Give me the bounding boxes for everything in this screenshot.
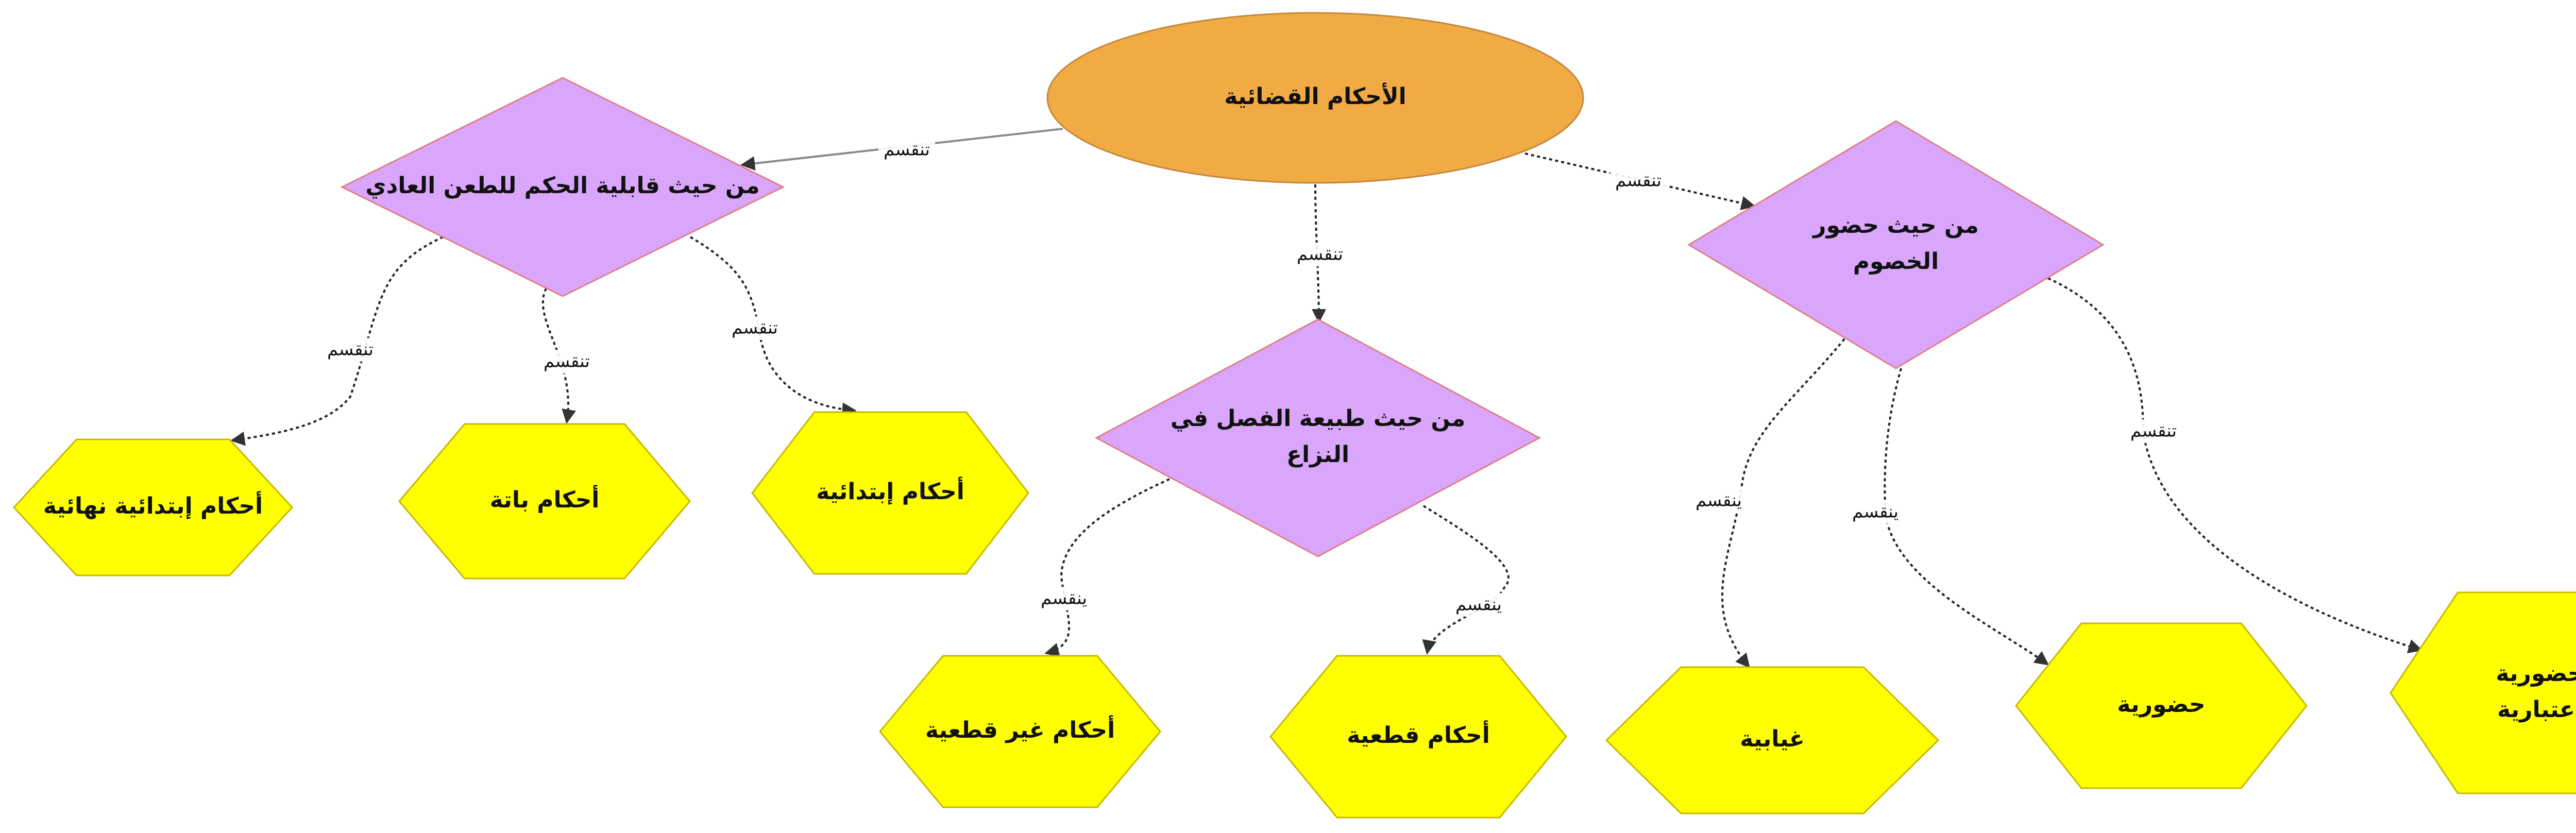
edge-presence-deemed: [2047, 277, 2423, 654]
leaf-hexagon: [2389, 591, 2576, 794]
edge-label-bg: [878, 138, 935, 162]
node-nature: من حيث طبيعة الفصل في النزاع: [1094, 318, 1541, 557]
edge-label-root-presence: تنقسم: [1615, 171, 1662, 191]
edge-appeal-final: [541, 288, 576, 424]
edge-label-root-nature: تنقسم: [1297, 244, 1343, 265]
criterion-diamond: [1094, 318, 1541, 557]
node-label: إعتبارية: [2497, 696, 2576, 723]
nodes: الأحكام القضائية من حيث قابلية الحكم للطع…: [12, 12, 2576, 819]
node-label: النزاع: [1286, 441, 1349, 468]
edge-nature-non-definitive: [1044, 478, 1170, 657]
leaf-hexagon: [1269, 655, 1567, 819]
edge-label-bg: [2125, 419, 2182, 443]
edge-label-presence-absentia: ينقسم: [1696, 490, 1742, 511]
edge-label-bg: [1036, 587, 1092, 610]
node-leaf-final: أحكام باتة: [398, 423, 691, 580]
node-leaf-absentia: غيابية: [1605, 666, 1940, 814]
edge-presence-presence: [1884, 368, 2049, 666]
edge-label-appeal-final: تنقسم: [544, 351, 590, 372]
leaf-hexagon: [398, 423, 691, 580]
node-leaf-non-definitive: أحكام غير قطعية: [879, 655, 1161, 808]
edge-label-bg: [1292, 243, 1348, 266]
node-label: أحكام باتة: [490, 485, 600, 513]
root-ellipse: [1046, 12, 1584, 184]
edge-label-bg: [726, 316, 783, 340]
node-leaf-presence: حضورية: [2015, 622, 2308, 789]
edge-label-nature-non-definitive: ينقسم: [1041, 588, 1087, 609]
edge-label-bg: [538, 350, 595, 373]
node-root: الأحكام القضائية: [1046, 12, 1584, 184]
node-leaf-definitive: أحكام قطعية: [1269, 655, 1567, 819]
node-label: أحكام غير قطعية: [925, 715, 1115, 743]
edge-label-bg: [1690, 489, 1747, 513]
leaf-hexagon: [879, 655, 1161, 808]
leaf-hexagon: [12, 438, 294, 576]
node-presence: من حيث حضور الخصوم: [1687, 120, 2105, 369]
node-label: من حيث قابلية الحكم للطعن العادي: [365, 173, 759, 199]
edge-label-bg: [322, 338, 379, 362]
node-label: أحكام قطعية: [1347, 720, 1490, 749]
edge-labels: تنقسم تنقسم تنقسم تنقسم تنقسم تنقسم ينقسم ينقسم…: [322, 138, 2182, 617]
node-label: الأحكام القضائية: [1224, 82, 1406, 110]
node-leaf-deemed-presence: حضورية إعتبارية: [2389, 591, 2576, 794]
node-label: من حيث طبيعة الفصل في: [1171, 405, 1465, 432]
node-label: حضورية: [2117, 691, 2205, 718]
edge-label-bg: [1610, 169, 1667, 193]
criterion-diamond: [340, 77, 785, 297]
node-label: من حيث حضور: [1812, 212, 1979, 239]
edge-label-presence-deemed: تنقسم: [2130, 421, 2177, 441]
edge-label-presence-presence: ينقسم: [1852, 502, 1899, 522]
leaf-hexagon: [751, 411, 1029, 575]
edge-label-root-appeal: تنقسم: [884, 140, 930, 160]
edge-appeal-initial-final: [230, 236, 444, 446]
node-leaf-initial: أحكام إبتدائية: [751, 411, 1029, 575]
edge-label-bg: [1847, 500, 1904, 524]
node-label: حضورية: [2496, 660, 2576, 687]
node-label: الخصوم: [1853, 248, 1939, 275]
leaf-hexagon: [1605, 666, 1940, 814]
node-appeal: من حيث قابلية الحكم للطعن العادي: [340, 77, 785, 297]
node-label: أحكام إبتدائية: [816, 477, 964, 505]
node-label: غيابية: [1740, 726, 1805, 752]
node-label: أحكام إبتدائية نهائية: [43, 491, 263, 519]
criterion-diamond: [1687, 120, 2105, 369]
edge-label-nature-definitive: ينقسم: [1455, 594, 1502, 615]
node-leaf-initial-final: أحكام إبتدائية نهائية: [12, 438, 294, 576]
edge-label-bg: [1450, 593, 1507, 617]
edge-nature-definitive: [1422, 505, 1510, 655]
edge-label-appeal-initial-final: تنقسم: [327, 339, 374, 360]
edge-label-appeal-initial: تنقسم: [732, 318, 778, 338]
leaf-hexagon: [2015, 622, 2308, 789]
